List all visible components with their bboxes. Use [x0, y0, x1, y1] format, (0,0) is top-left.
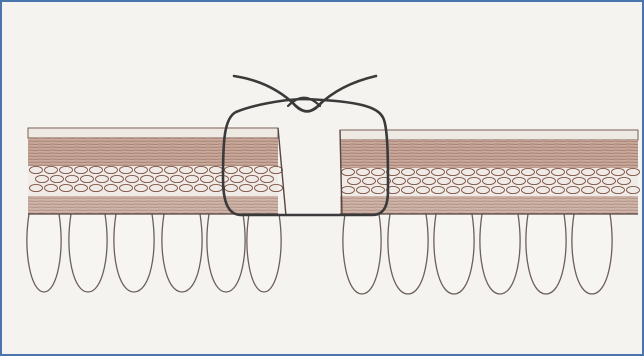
- right-fold-3: [434, 214, 474, 294]
- left-outer-layer: [28, 128, 278, 138]
- right-fold-5: [526, 214, 566, 294]
- left-fold-1: [27, 214, 61, 292]
- left-fold-2: [69, 214, 107, 292]
- right-tissue-segment: [340, 130, 640, 294]
- right-fold-4: [480, 214, 520, 294]
- left-inner-layer: [28, 196, 278, 214]
- right-outer-layer: [340, 130, 638, 140]
- left-fibrous-layer: [28, 138, 278, 166]
- left-folds: [27, 214, 281, 292]
- left-fold-4: [162, 214, 202, 292]
- left-fold-3: [114, 214, 154, 292]
- right-fold-6: [572, 214, 612, 294]
- right-fold-1: [343, 214, 381, 294]
- left-tissue-segment: [27, 128, 286, 292]
- left-cut-edge: [278, 128, 286, 216]
- left-fold-5: [207, 214, 245, 292]
- right-fold-2: [388, 214, 428, 294]
- right-fibrous-layer: [340, 140, 638, 168]
- left-fold-6: [247, 214, 281, 292]
- right-folds: [343, 214, 612, 294]
